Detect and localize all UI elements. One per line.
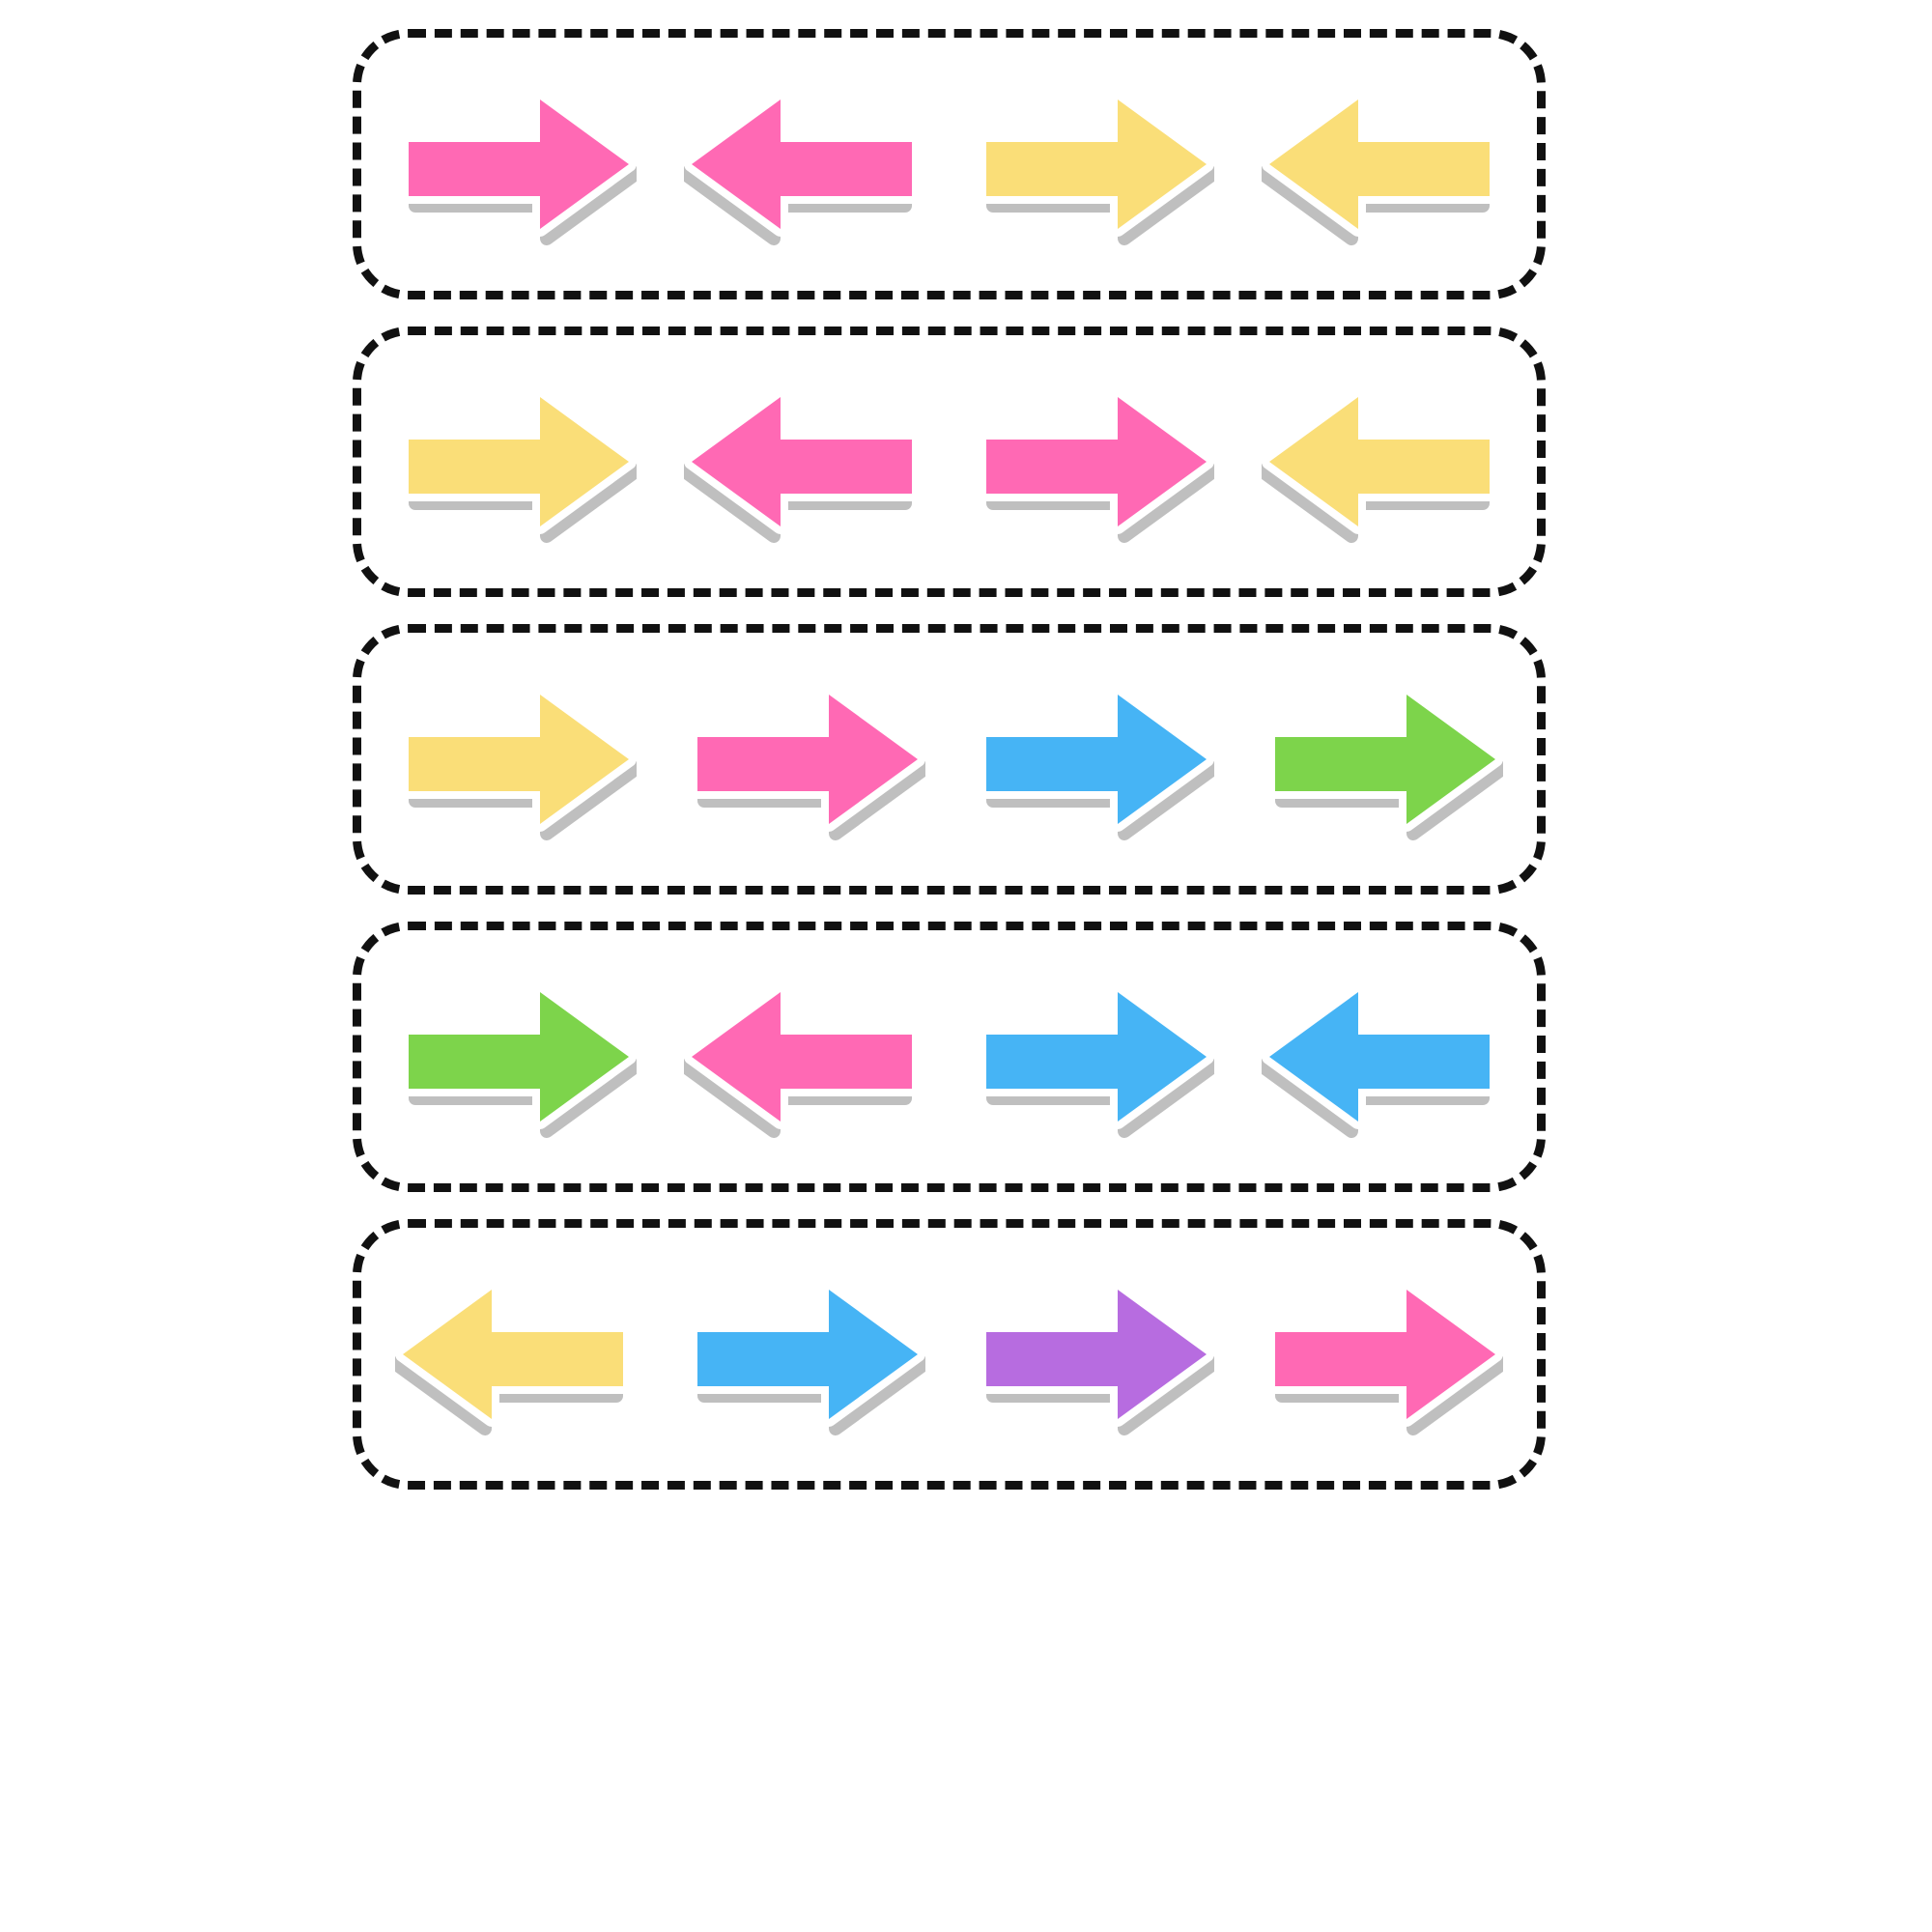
arrow-right-icon[interactable]	[973, 677, 1214, 841]
arrow-right-icon-glyph	[979, 984, 1214, 1138]
arrow-right-icon-glyph	[1267, 687, 1503, 840]
arrow-body	[697, 1290, 918, 1419]
arrow-body	[986, 1290, 1207, 1419]
arrow-right-icon[interactable]	[395, 82, 637, 246]
arrow-body	[1269, 992, 1490, 1122]
arrow-right-icon-glyph	[979, 1282, 1214, 1435]
arrow-left-icon[interactable]	[1262, 975, 1503, 1139]
arrow-right-icon[interactable]	[1262, 677, 1503, 841]
arrow-body	[692, 99, 912, 229]
arrow-left-icon-glyph	[395, 1282, 631, 1435]
arrow-right-icon[interactable]	[973, 380, 1214, 544]
arrow-left-icon[interactable]	[684, 380, 925, 544]
arrow-right-icon[interactable]	[973, 82, 1214, 246]
arrow-body	[409, 992, 629, 1122]
arrow-right-icon[interactable]	[395, 677, 637, 841]
arrow-row-1[interactable]	[353, 29, 1546, 299]
arrow-body	[1275, 695, 1495, 824]
arrow-body	[1269, 99, 1490, 229]
arrow-left-icon-glyph	[684, 984, 920, 1138]
arrow-right-icon-glyph	[1267, 1282, 1503, 1435]
arrow-right-icon[interactable]	[1262, 1272, 1503, 1436]
arrow-right-icon-glyph	[690, 687, 925, 840]
arrow-right-icon[interactable]	[973, 1272, 1214, 1436]
arrow-left-icon[interactable]	[395, 1272, 637, 1436]
arrow-body	[409, 695, 629, 824]
arrow-body	[986, 695, 1207, 824]
arrow-body	[697, 695, 918, 824]
arrow-right-icon[interactable]	[395, 975, 637, 1139]
arrow-left-icon-glyph	[684, 92, 920, 245]
arrow-left-icon-glyph	[1262, 92, 1497, 245]
arrow-body	[692, 397, 912, 526]
arrow-row-4[interactable]	[353, 922, 1546, 1192]
arrow-left-icon[interactable]	[1262, 380, 1503, 544]
arrow-right-icon-glyph	[979, 92, 1214, 245]
arrow-right-icon-glyph	[401, 92, 637, 245]
arrow-right-icon-glyph	[979, 389, 1214, 543]
arrow-body	[986, 992, 1207, 1122]
arrow-row-5[interactable]	[353, 1219, 1546, 1490]
arrow-left-icon-glyph	[1262, 984, 1497, 1138]
arrow-body	[1269, 397, 1490, 526]
arrow-left-icon[interactable]	[684, 975, 925, 1139]
arrow-right-icon[interactable]	[684, 677, 925, 841]
arrow-left-icon[interactable]	[1262, 82, 1503, 246]
arrow-right-icon-glyph	[401, 687, 637, 840]
arrow-left-icon[interactable]	[684, 82, 925, 246]
arrow-body	[403, 1290, 623, 1419]
arrow-body	[986, 397, 1207, 526]
arrow-row-2[interactable]	[353, 327, 1546, 597]
arrow-left-icon-glyph	[684, 389, 920, 543]
arrow-right-icon[interactable]	[684, 1272, 925, 1436]
arrow-right-icon[interactable]	[395, 380, 637, 544]
arrow-row-3[interactable]	[353, 624, 1546, 895]
arrow-body	[409, 397, 629, 526]
arrow-left-icon-glyph	[1262, 389, 1497, 543]
arrow-right-icon[interactable]	[973, 975, 1214, 1139]
arrow-body	[986, 99, 1207, 229]
arrow-right-icon-glyph	[979, 687, 1214, 840]
arrow-right-icon-glyph	[690, 1282, 925, 1435]
arrow-right-icon-glyph	[401, 984, 637, 1138]
arrow-right-icon-glyph	[401, 389, 637, 543]
arrow-body	[1275, 1290, 1495, 1419]
arrow-body	[409, 99, 629, 229]
arrow-body	[692, 992, 912, 1122]
